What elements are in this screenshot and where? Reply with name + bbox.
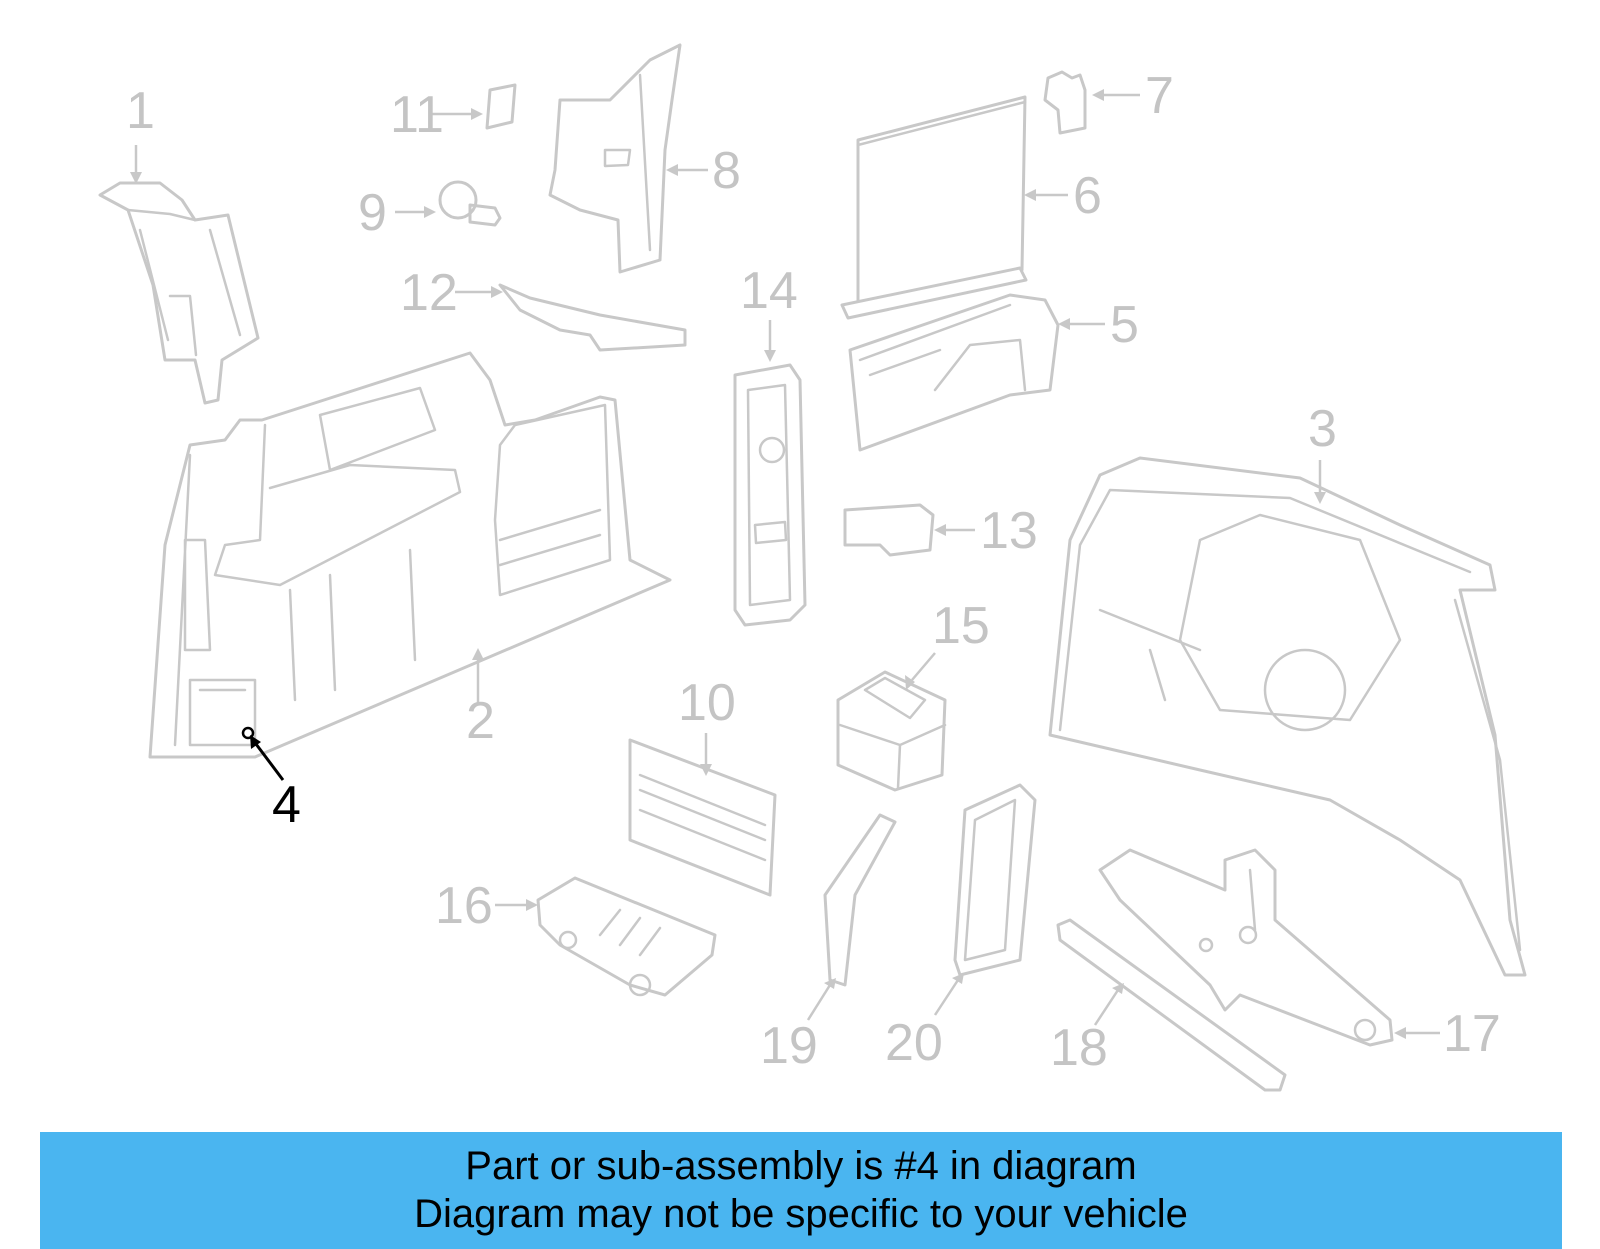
- callout-2: 2: [466, 692, 495, 750]
- part-19: [823, 813, 897, 987]
- part-14: [733, 363, 807, 627]
- part-3: [1048, 456, 1527, 977]
- part-13: [843, 503, 935, 557]
- callout-6: 6: [1073, 167, 1102, 225]
- part-20: [953, 783, 1037, 977]
- callout-8: 8: [712, 142, 741, 200]
- part-8: [548, 43, 682, 274]
- callout-4: 4: [272, 776, 301, 834]
- info-banner: Part or sub-assembly is #4 in diagram Di…: [40, 1132, 1562, 1249]
- part-7: [1043, 70, 1087, 135]
- banner-line-1: Part or sub-assembly is #4 in diagram: [465, 1144, 1137, 1188]
- callout-20: 20: [885, 1014, 943, 1072]
- callout-11: 11: [390, 86, 444, 144]
- part-10: [628, 738, 777, 897]
- callout-12: 12: [400, 264, 458, 322]
- callout-7: 7: [1145, 67, 1174, 125]
- callout-17: 17: [1443, 1005, 1501, 1063]
- callout-18: 18: [1050, 1019, 1108, 1077]
- part-11: [485, 83, 517, 130]
- callout-numbers: 1 2 3 4 5 6 7 8 9 10 11 12 13 14 15 16 1…: [126, 67, 1501, 1077]
- part-12: [498, 283, 687, 352]
- callout-13: 13: [980, 502, 1038, 560]
- banner-line-2: Diagram may not be specific to your vehi…: [414, 1192, 1188, 1236]
- callout-5: 5: [1110, 296, 1139, 354]
- callout-16: 16: [435, 877, 493, 935]
- callout-lines: [130, 89, 1440, 1039]
- part-1: [98, 181, 260, 405]
- callout-1: 1: [126, 82, 155, 140]
- callout-9: 9: [358, 184, 387, 242]
- part-17: [1098, 848, 1394, 1047]
- callout-19: 19: [760, 1017, 818, 1075]
- part-18: [1056, 918, 1287, 1092]
- callout-14: 14: [740, 262, 798, 320]
- part-16: [536, 876, 717, 997]
- part-5: [848, 293, 1060, 452]
- part-2: [148, 351, 672, 759]
- callout-3: 3: [1308, 400, 1337, 458]
- part-6: [840, 95, 1028, 320]
- callout-10: 10: [678, 674, 736, 732]
- callout-15: 15: [932, 597, 990, 655]
- part-15: [836, 670, 947, 792]
- part-4: [241, 726, 255, 740]
- part-9: [438, 180, 502, 227]
